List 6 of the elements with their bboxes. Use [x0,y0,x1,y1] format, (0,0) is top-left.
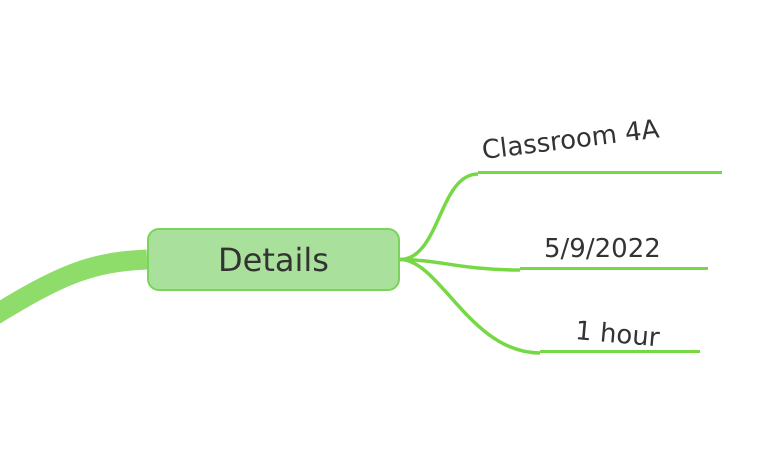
topic-label: Details [218,240,329,278]
topic-label: 5/9/2022 [544,234,661,264]
topic-label: 1 hour [574,316,661,354]
topic-label: Classroom 4A [480,114,661,166]
topic-box [147,228,400,291]
branch-line [400,258,540,355]
